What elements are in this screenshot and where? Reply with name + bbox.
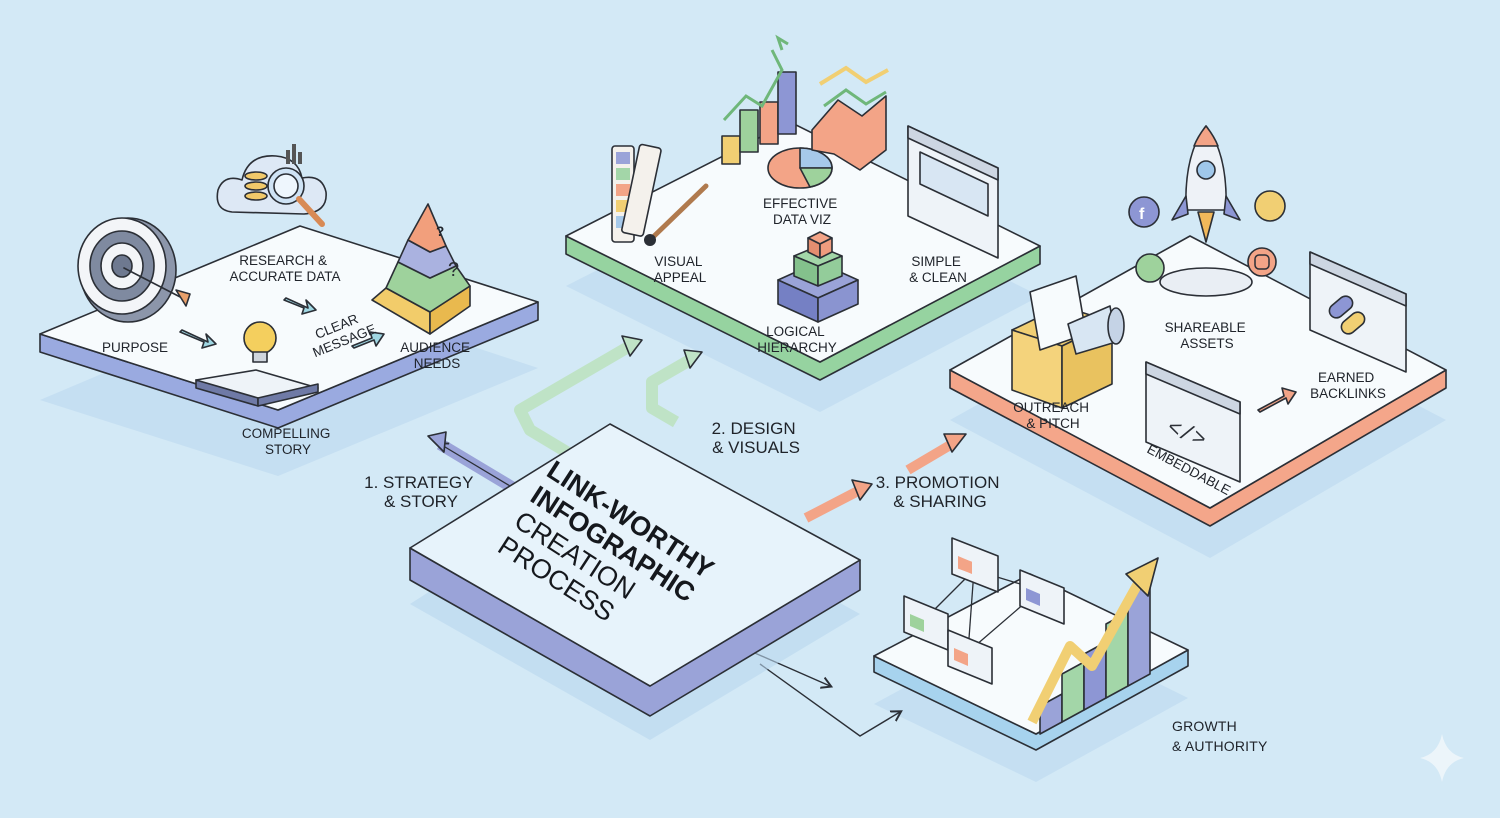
shareable-assets-label: SHAREABLE ASSETS <box>1165 320 1250 351</box>
social-icons: f <box>1128 190 1286 283</box>
backlinks-icon <box>1309 251 1407 373</box>
compelling-story-label: COMPELLING STORY <box>242 426 334 457</box>
browser-window-icon <box>907 125 999 259</box>
strategy-flow-arrows <box>179 297 385 349</box>
hierarchy-cubes-icon <box>777 231 859 323</box>
research-label: RESEARCH & ACCURATE DATA <box>229 253 340 284</box>
earned-backlinks-label: EARNED BACKLINKS <box>1310 370 1386 401</box>
svg-text:f: f <box>1139 206 1145 223</box>
logical-hierarchy-label: LOGICAL HIERARCHY <box>757 324 837 355</box>
sparkle-icon <box>1420 734 1464 782</box>
step-promotion-label: 3. PROMOTION & SHARING <box>876 473 1004 511</box>
connector-design <box>514 335 703 466</box>
backlinks-arrow <box>1257 387 1297 413</box>
svg-text:?: ? <box>436 224 444 239</box>
data-viz-label: EFFECTIVE DATA VIZ <box>763 196 841 227</box>
target-icon <box>77 217 191 323</box>
growth-authority-label: GROWTH & AUTHORITY <box>1172 718 1268 754</box>
rocket-icon <box>1159 125 1253 297</box>
data-viz-icon <box>721 34 889 189</box>
connector-strategy <box>427 431 524 498</box>
connector-promotion <box>803 433 967 523</box>
growth-chart-icon <box>1027 557 1159 735</box>
svg-text:?: ? <box>448 259 459 281</box>
lightbulb-book-icon <box>195 321 319 407</box>
research-cloud-icon <box>216 144 327 227</box>
network-windows-icon <box>903 537 1065 685</box>
embed-code-icon: </> <box>1145 361 1241 483</box>
pyramid-icon: ? ? <box>371 203 471 335</box>
visual-appeal-label: VISUAL APPEAL <box>654 254 707 285</box>
purpose-label: PURPOSE <box>102 340 168 355</box>
color-swatch-icon <box>611 143 709 246</box>
central-platform <box>409 423 861 740</box>
outreach-label: OUTREACH & PITCH <box>1013 400 1093 431</box>
audience-needs-label: AUDIENCE NEEDS <box>400 340 474 371</box>
step-design-label: 2. DESIGN & VISUALS <box>712 419 801 457</box>
simple-clean-label: SIMPLE & CLEAN <box>909 254 967 285</box>
step-strategy-label: 1. STRATEGY & STORY <box>364 473 478 511</box>
envelope-megaphone-icon <box>1011 275 1125 409</box>
